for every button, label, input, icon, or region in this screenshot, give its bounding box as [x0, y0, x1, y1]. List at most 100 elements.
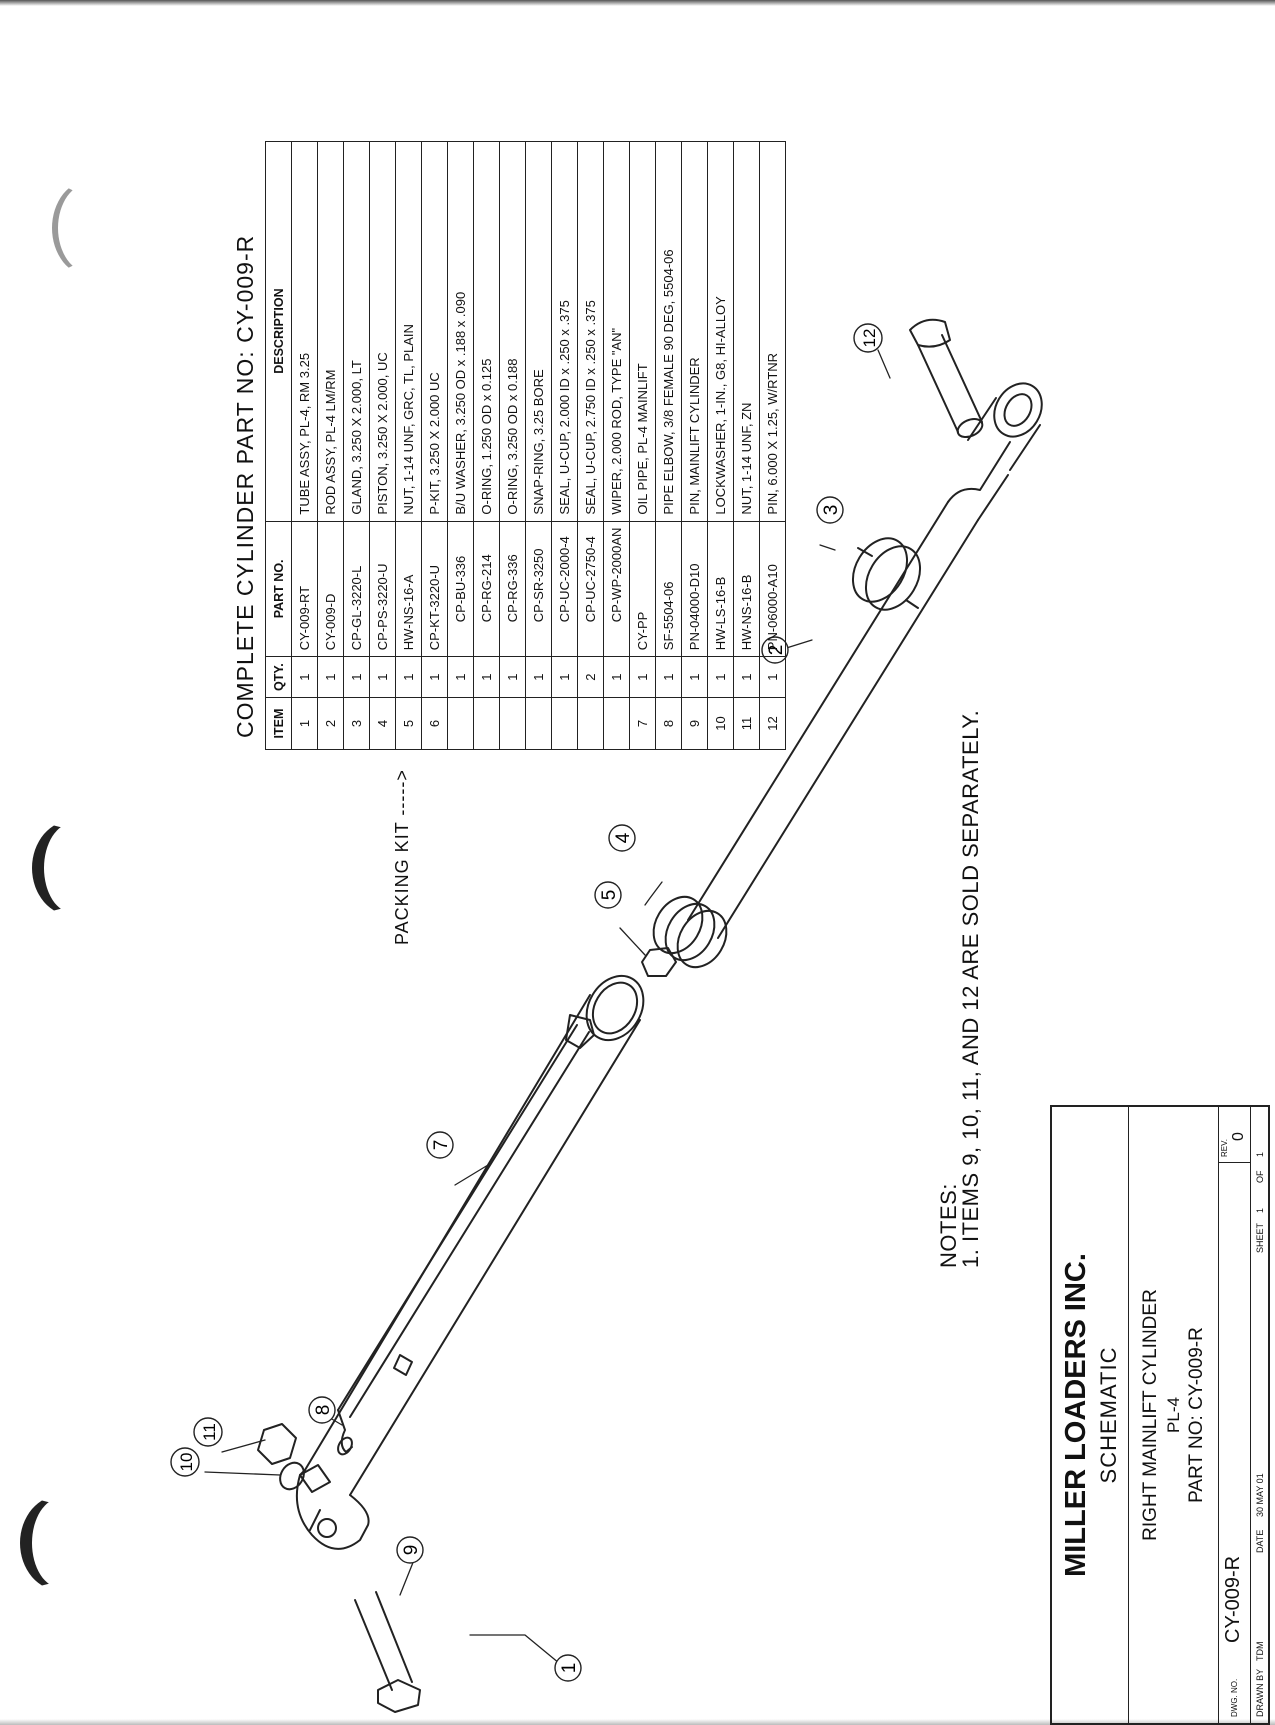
cell-item	[499, 697, 526, 750]
date-label: DATE	[1255, 1529, 1265, 1553]
cell-part-no: CP-KT-3220-U	[421, 521, 448, 657]
dwg-no-value: CY-009-R	[1222, 1555, 1244, 1643]
cell-qty: 1	[551, 656, 578, 698]
cell-part-no: PN-04000-D10	[681, 521, 708, 657]
cell-part-no: CP-GL-3220-L	[343, 521, 370, 657]
callout-7: 7	[426, 1131, 454, 1159]
cell-item: 1	[291, 697, 318, 750]
cell-description: TUBE ASSY, PL-4, RM 3.25	[291, 141, 318, 522]
drawing-title-line-1: RIGHT MAINLIFT CYLINDER	[1140, 1289, 1161, 1541]
of-value: 1	[1255, 1151, 1265, 1157]
svg-text:1: 1	[559, 1663, 580, 1674]
drawn-by-label: DRAWN BY	[1255, 1668, 1265, 1717]
cell-description: PISTON, 3.250 X 2.000, UC	[369, 141, 396, 522]
drawn-by-value: TDM	[1255, 1641, 1265, 1662]
cell-qty: 1	[759, 656, 786, 698]
cell-qty: 1	[421, 656, 448, 698]
cell-description: NUT, 1-14 UNF, GRC, TL, PLAIN	[395, 141, 422, 522]
cell-qty: 1	[395, 656, 422, 698]
cell-item: 10	[707, 697, 734, 750]
cell-part-no: CP-BU-336	[447, 521, 474, 657]
cell-item: 9	[681, 697, 708, 750]
callout-8: 8	[308, 1396, 336, 1424]
pipe-elbow	[337, 1409, 353, 1456]
svg-text:7: 7	[431, 1140, 452, 1151]
dwg-no-label: DWG. NO.	[1230, 1678, 1239, 1717]
cell-item: 2	[317, 697, 344, 750]
cell-qty: 1	[707, 656, 734, 698]
cell-part-no: CP-UC-2000-4	[551, 521, 578, 657]
cell-part-no: CY-PP	[629, 521, 656, 657]
cell-item	[447, 697, 474, 750]
svg-text:9: 9	[401, 1545, 422, 1556]
svg-text:12: 12	[860, 329, 879, 348]
cell-part-no: HW-NS-16-A	[395, 521, 422, 657]
cell-description: P-KIT, 3.250 X 2.000 UC	[421, 141, 448, 522]
cell-item: 6	[421, 697, 448, 750]
callout-1: 1	[554, 1654, 582, 1682]
callout-5: 5	[594, 881, 622, 909]
sheet-bottom-edge	[0, 1719, 1275, 1725]
cell-item	[525, 697, 552, 750]
cell-item	[603, 697, 630, 750]
cell-qty: 1	[499, 656, 526, 698]
oil-pipe	[337, 1014, 595, 1418]
cell-part-no: CP-RG-336	[499, 521, 526, 657]
cell-description: OIL PIPE, PL-4 MAINLIFT	[629, 141, 656, 522]
cell-qty: 1	[629, 656, 656, 698]
cell-description: PIPE ELBOW, 3/8 FEMALE 90 DEG, 5504-06	[655, 141, 682, 522]
callout-10: 10	[170, 1447, 200, 1477]
svg-text:2: 2	[766, 645, 787, 656]
svg-text:11: 11	[200, 1423, 219, 1441]
cell-description: O-RING, 1.250 OD x 0.125	[473, 141, 500, 522]
packing-kit-label: PACKING KIT ----->	[392, 769, 412, 945]
notes-line-1: 1. ITEMS 9, 10, 11, AND 12 ARE SOLD SEPA…	[958, 709, 983, 1268]
drawing-title-line-2: PL-4	[1164, 1397, 1183, 1433]
cell-description: B/U WASHER, 3.250 OD x .188 x .090	[447, 141, 474, 522]
cell-part-no: CY-009-D	[317, 521, 344, 657]
cell-part-no: CP-SR-3250	[525, 521, 552, 657]
notes: NOTES: 1. ITEMS 9, 10, 11, AND 12 ARE SO…	[936, 709, 983, 1268]
cell-qty: 1	[681, 656, 708, 698]
cell-description: SEAL, U-CUP, 2.750 ID x .250 x .375	[577, 141, 604, 522]
cell-part-no: CP-WP-2000AN	[603, 521, 630, 657]
svg-text:5: 5	[599, 890, 620, 901]
date-value: 30 MAY 01	[1255, 1473, 1265, 1517]
cell-item: 4	[369, 697, 396, 750]
sheet-value: 1	[1255, 1207, 1265, 1213]
cell-item: 8	[655, 697, 682, 750]
cell-description: WIPER, 2.000 ROD, TYPE "AN"	[603, 141, 630, 522]
cell-description: SNAP-RING, 3.25 BORE	[525, 141, 552, 522]
header-item: ITEM	[265, 697, 292, 750]
callout-11: 11	[193, 1417, 223, 1447]
cell-description: PIN, MAINLIFT CYLINDER	[681, 141, 708, 522]
cell-part-no: PN-06000-A10	[759, 521, 786, 657]
of-label: OF	[1255, 1170, 1265, 1184]
title-block: MILLER LOADERS INC. SCHEMATIC RIGHT MAIN…	[1050, 1105, 1270, 1725]
cell-item: 12	[759, 697, 786, 750]
cell-qty: 1	[369, 656, 396, 698]
cell-item: 7	[629, 697, 656, 750]
cell-qty: 1	[343, 656, 370, 698]
cell-qty: 1	[655, 656, 682, 698]
svg-text:3: 3	[821, 505, 842, 516]
retained-pin	[909, 318, 984, 439]
cell-part-no: CP-UC-2750-4	[577, 521, 604, 657]
callout-2: 2	[761, 636, 789, 664]
